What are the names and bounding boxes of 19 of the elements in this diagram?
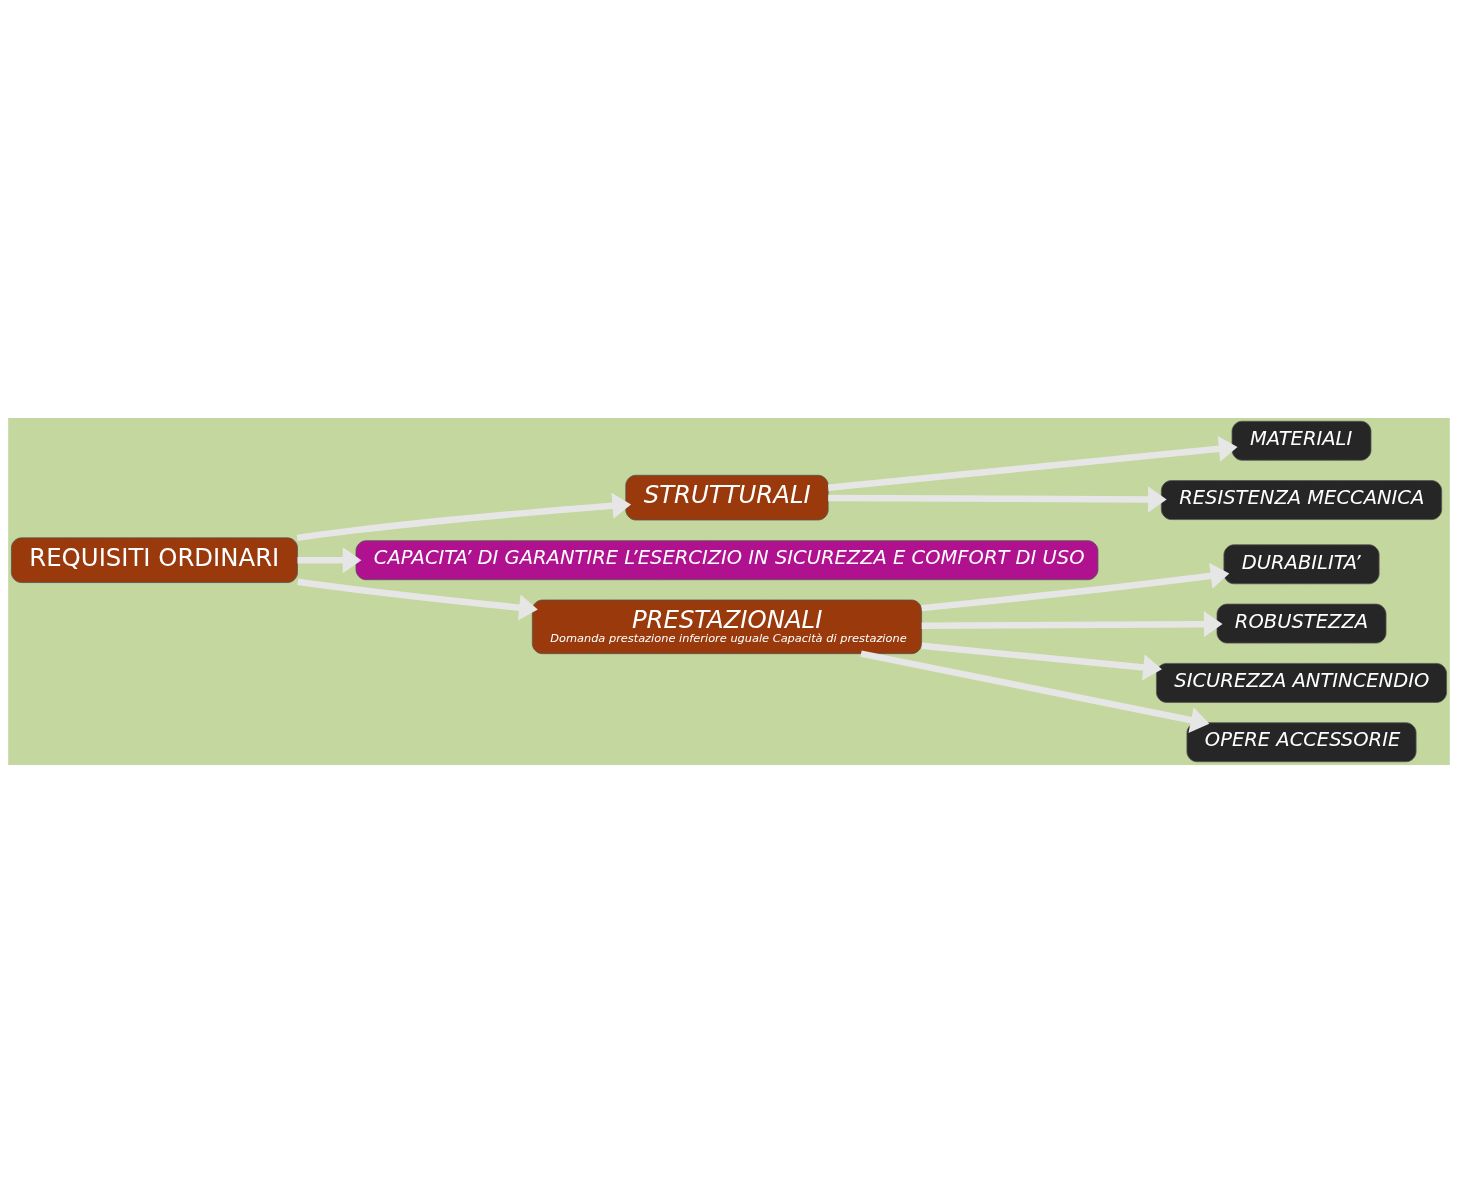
node-box: DURABILITA’	[1223, 543, 1380, 584]
node-box: ROBUSTEZZA	[1216, 603, 1387, 643]
arrow	[297, 546, 362, 573]
arrow	[297, 578, 538, 621]
arrow	[828, 485, 1167, 512]
node-box: RESISTENZA MECCANICA	[1160, 479, 1443, 520]
node-box: MATERIALI	[1231, 420, 1372, 461]
node-box: OPERE ACCESSORIE	[1186, 721, 1417, 762]
node-box: REQUISITI ORDINARI	[11, 536, 298, 583]
arrow	[921, 562, 1230, 611]
arrow	[827, 435, 1238, 491]
arrow	[921, 642, 1162, 681]
node-box: PRESTAZIONALI Domanda prestazione inferiore uguale Capacità di prestazione	[531, 599, 922, 654]
arrow	[860, 650, 1210, 733]
node-box: CAPACITA’ DI GARANTIRE L’ESERCIZIO IN SICUREZZA E COMFORT DI USO	[355, 539, 1099, 580]
node-box: SICUREZZA ANTINCENDIO	[1156, 662, 1447, 703]
arrow	[296, 492, 632, 541]
arrow	[921, 610, 1223, 637]
node-box: STRUTTURALI	[625, 474, 829, 520]
